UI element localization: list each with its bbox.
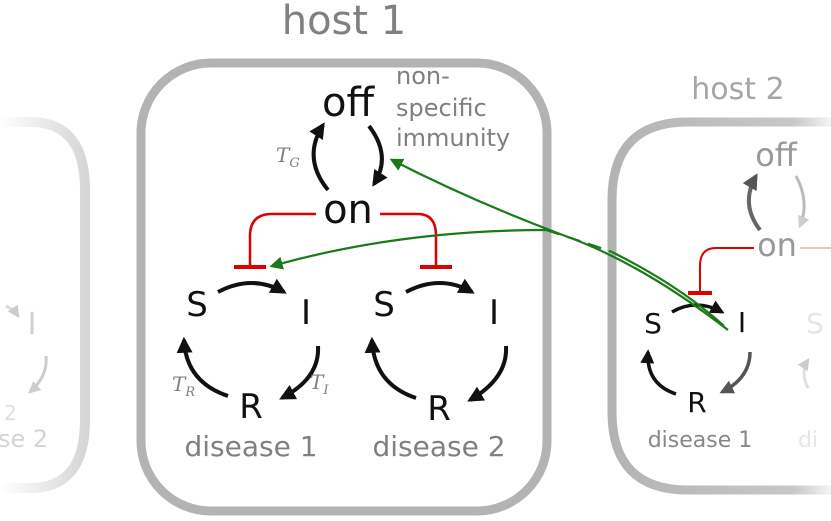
host-2-title: host 2 <box>691 72 784 107</box>
host-left-arrow-right <box>28 355 48 394</box>
host-2-disease-2-arrow <box>797 358 810 389</box>
disease-2-S-to-I-arrow <box>405 278 475 294</box>
off-to-on-arrow <box>367 124 388 187</box>
host-left-arrow-top <box>5 304 20 318</box>
transmission-to-host-2-infected <box>611 251 725 327</box>
disease-2-I: I <box>489 293 499 333</box>
immunity-on-state: on <box>323 187 373 233</box>
host-1-box <box>136 58 552 516</box>
disease-1-label: disease 1 <box>184 430 317 463</box>
host-2: host 2 off on S I R disease 1 S di <box>607 72 831 495</box>
host-2-R-to-S-arrow <box>640 349 677 396</box>
host-2-on-to-off-arrow <box>742 173 762 232</box>
host-left-number-fragment: 2 <box>4 401 17 425</box>
host-2-S-to-I-arrow <box>671 300 725 314</box>
host-2-box <box>607 117 831 495</box>
host-left-disease-label: se 2 <box>0 425 48 453</box>
host-2-off-to-on-arrow <box>794 175 810 229</box>
host-left: I 2 se 2 <box>0 117 90 493</box>
host-2-off-state: off <box>755 136 798 174</box>
rate-tg-label: TG <box>276 143 300 171</box>
on-to-off-arrow <box>309 122 330 192</box>
disease-2-I-to-R-arrow <box>467 345 509 402</box>
disease-1-I: I <box>301 293 311 333</box>
inhibit-line-disease-2 <box>380 212 438 266</box>
host-2-disease-2-label: di <box>798 428 818 453</box>
disease-1-R-to-S-arrow <box>176 336 229 398</box>
immunity-off-state: off <box>322 80 375 126</box>
disease-2-R-to-S-arrow <box>364 336 417 400</box>
inhibit-line-disease-1 <box>248 212 316 266</box>
disease-2-R: R <box>427 389 451 429</box>
disease-2-label: disease 2 <box>372 430 505 463</box>
host-2-disease-1-I: I <box>738 306 746 339</box>
transmission-links <box>269 158 729 331</box>
host-2-inhibit-line <box>699 247 754 292</box>
nonspecific-immunity-label: non- specific immunity <box>396 62 510 152</box>
transmission-link-dashed <box>545 228 613 254</box>
host-left-I: I <box>28 307 37 342</box>
host-2-disease-2-S: S <box>806 307 824 340</box>
host-2-disease-1-label: disease 1 <box>648 428 753 453</box>
host-left-box <box>0 117 90 493</box>
disease-2-cycle: S I R disease 2 <box>364 278 509 463</box>
disease-2-S: S <box>373 285 395 325</box>
host-2-disease-1-S: S <box>644 307 662 340</box>
disease-1-cycle: S I R TR TI disease 1 <box>172 278 329 463</box>
host-2-disease-1-R: R <box>687 386 706 419</box>
host-1-title: host 1 <box>282 0 407 44</box>
host-2-I-to-R-arrow <box>719 351 752 394</box>
transmission-to-nonspecific-immunity <box>389 158 729 331</box>
disease-1-R: R <box>239 387 263 427</box>
host-1: host 1 off on TG non- specific immunity … <box>136 0 552 516</box>
rate-tr-label: TR <box>172 372 195 400</box>
transmission-to-disease-1 <box>269 228 547 270</box>
disease-1-S: S <box>186 285 208 325</box>
disease-1-S-to-I-arrow <box>217 278 287 294</box>
disease-1-I-to-R-arrow <box>279 345 321 400</box>
host-2-on-state: on <box>757 226 797 264</box>
host-2-disease-1-cycle: S I R disease 1 <box>640 300 753 453</box>
rate-ti-label: TI <box>310 370 329 398</box>
